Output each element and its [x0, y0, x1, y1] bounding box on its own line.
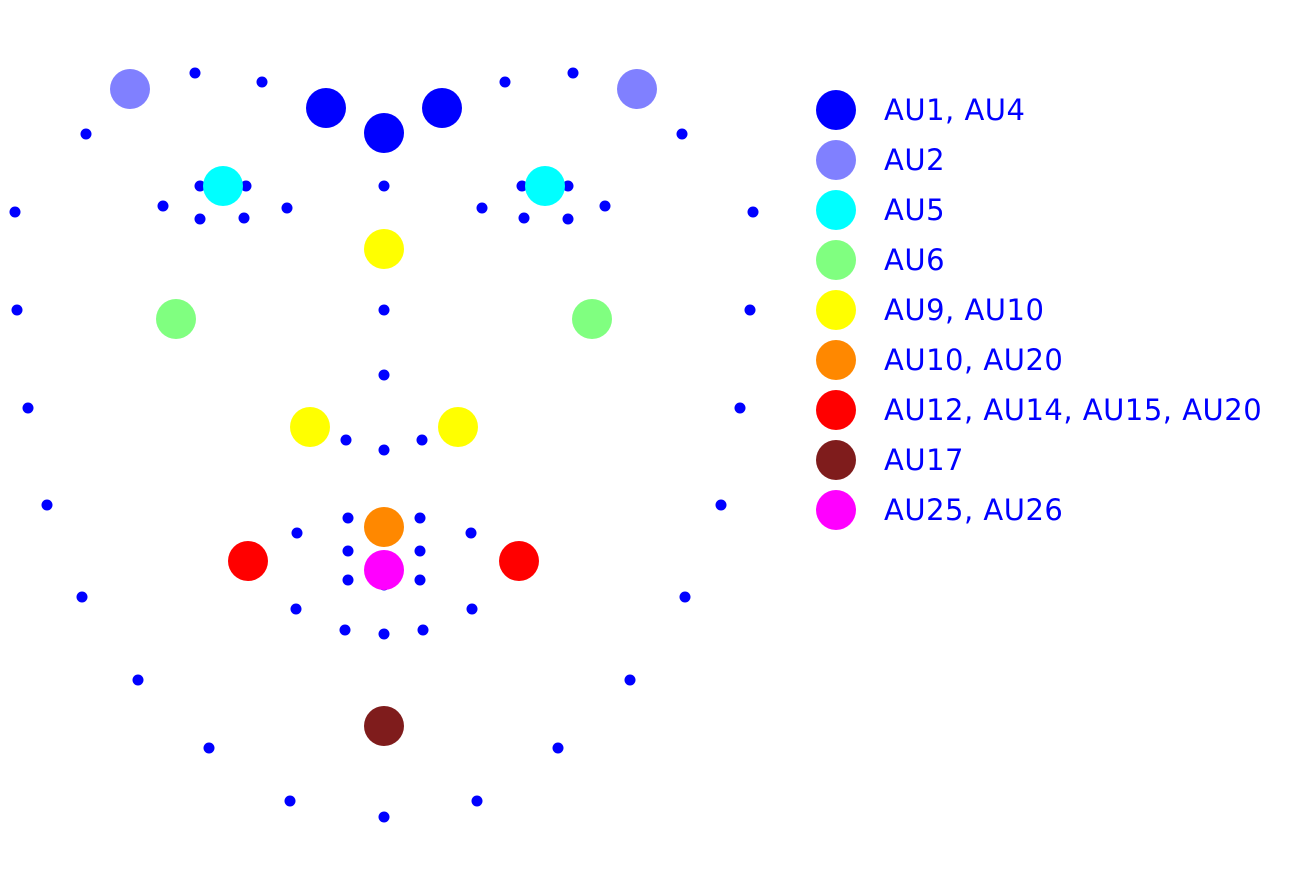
landmark-dot [157, 200, 169, 212]
au-marker-au12-au14-au15-au20 [499, 541, 539, 581]
face-landmarks [9, 67, 759, 823]
legend-swatch-au25-au26 [816, 490, 856, 530]
landmark-dot [417, 624, 429, 636]
landmark-dot [378, 444, 390, 456]
legend-swatch-au6 [816, 240, 856, 280]
legend-swatch-au17 [816, 440, 856, 480]
landmark-dot [378, 369, 390, 381]
legend-label-au9-au10: AU9, AU10 [884, 293, 1044, 327]
landmark-dot [11, 304, 23, 316]
au-marker-au10-au20 [364, 507, 404, 547]
landmark-dot [747, 206, 759, 218]
landmark-dot [9, 206, 21, 218]
landmark-dot [471, 795, 483, 807]
landmark-dot [414, 574, 426, 586]
landmark-dot [679, 591, 691, 603]
au-marker-au25-au26 [364, 550, 404, 590]
landmark-dot [378, 180, 390, 192]
landmark-dot [256, 76, 268, 88]
landmark-dot [291, 527, 303, 539]
landmark-dot [240, 180, 252, 192]
landmark-dot [466, 603, 478, 615]
legend-label-au17: AU17 [884, 443, 964, 477]
landmark-dot [132, 674, 144, 686]
legend-swatch-au1-au4 [816, 90, 856, 130]
landmark-dot [80, 128, 92, 140]
landmark-dot [378, 628, 390, 640]
legend-swatch-au10-au20 [816, 340, 856, 380]
landmark-dot [342, 545, 354, 557]
landmark-dot [189, 67, 201, 79]
landmark-dot [340, 434, 352, 446]
landmark-dot [465, 527, 477, 539]
legend-label-au2: AU2 [884, 143, 945, 177]
au-marker-au6 [156, 299, 196, 339]
landmark-dot [342, 574, 354, 586]
landmark-dot [676, 128, 688, 140]
legend-swatch-au2 [816, 140, 856, 180]
au-marker-au1-au4 [422, 88, 462, 128]
landmark-dot [624, 674, 636, 686]
landmark-dot [562, 213, 574, 225]
legend-swatch-au9-au10 [816, 290, 856, 330]
landmark-dot [203, 742, 215, 754]
landmark-dot [22, 402, 34, 414]
landmark-dot [414, 545, 426, 557]
landmark-dot [476, 202, 488, 214]
legend-label-au5: AU5 [884, 193, 945, 227]
au-marker-au2 [617, 69, 657, 109]
landmark-dot [194, 180, 206, 192]
landmark-dot [744, 304, 756, 316]
landmark-dot [599, 200, 611, 212]
au-marker-au1-au4 [306, 88, 346, 128]
landmark-dot [290, 603, 302, 615]
legend-label-au25-au26: AU25, AU26 [884, 493, 1063, 527]
landmark-dot [414, 512, 426, 524]
legend-label-au6: AU6 [884, 243, 945, 277]
au-marker-au9-au10 [438, 407, 478, 447]
landmark-dot [194, 213, 206, 225]
au-marker-au12-au14-au15-au20 [228, 541, 268, 581]
landmark-dot [562, 180, 574, 192]
landmark-dot [284, 795, 296, 807]
legend-swatch-au5 [816, 190, 856, 230]
legend-label-au10-au20: AU10, AU20 [884, 343, 1063, 377]
legend-swatch-au12-au14-au15-au20 [816, 390, 856, 430]
landmark-dot [734, 402, 746, 414]
landmark-dot [238, 212, 250, 224]
landmark-dot [41, 499, 53, 511]
landmark-dot [552, 742, 564, 754]
au-marker-au1-au4 [364, 113, 404, 153]
au-marker-au17 [364, 706, 404, 746]
legend-label-au12-au14-au15-au20: AU12, AU14, AU15, AU20 [884, 393, 1262, 427]
landmark-dot [516, 180, 528, 192]
landmark-dot [378, 304, 390, 316]
landmark-dot [378, 811, 390, 823]
landmark-dot [281, 202, 293, 214]
au-marker-au6 [572, 299, 612, 339]
legend-label-au1-au4: AU1, AU4 [884, 93, 1025, 127]
landmark-dot [342, 512, 354, 524]
au-marker-au9-au10 [364, 229, 404, 269]
landmark-dot [499, 76, 511, 88]
action-unit-markers [110, 69, 657, 746]
au-marker-au5 [525, 166, 565, 206]
au-marker-au9-au10 [290, 407, 330, 447]
landmark-dot [567, 67, 579, 79]
landmark-dot [339, 624, 351, 636]
landmark-dot [715, 499, 727, 511]
landmark-dot [76, 591, 88, 603]
landmark-dot [416, 434, 428, 446]
au-marker-au2 [110, 69, 150, 109]
landmark-dot [518, 212, 530, 224]
au-marker-au5 [203, 166, 243, 206]
